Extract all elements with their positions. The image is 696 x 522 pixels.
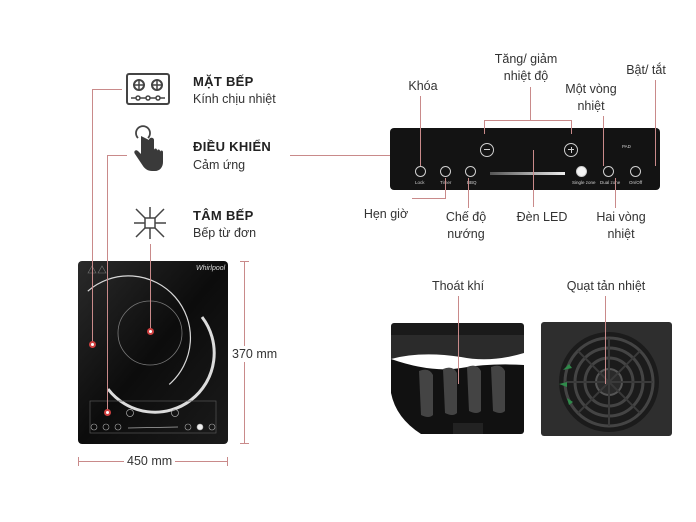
- callout-dot-coil: [147, 328, 154, 335]
- single-zone-button[interactable]: [576, 166, 587, 177]
- line-incdec-l: [484, 120, 485, 134]
- fan-photo: [541, 322, 672, 436]
- dimension-tick-left: [78, 457, 79, 466]
- callout-line-control-v: [107, 155, 108, 411]
- power-text: On/Off: [629, 180, 643, 185]
- line-bbq: [468, 178, 469, 208]
- vent-photo: [391, 323, 524, 434]
- brand-logo: Whirlpool: [196, 265, 226, 272]
- decrease-button[interactable]: [480, 143, 494, 157]
- line-power: [655, 80, 656, 166]
- label-led: Đèn LED: [516, 210, 568, 224]
- line-incdec-v: [530, 87, 531, 120]
- line-single: [603, 116, 604, 166]
- lock-text: Lock: [415, 180, 425, 185]
- increase-button[interactable]: [564, 143, 578, 157]
- feature-subtitle-coil: Bếp từ đơn: [193, 226, 257, 240]
- minus-icon: [484, 149, 490, 150]
- bbq-button[interactable]: [465, 166, 476, 177]
- callout-dot-control: [104, 409, 111, 416]
- callout-line-coil-v: [150, 244, 151, 330]
- feature-title-control: ĐIỀU KHIỂN: [193, 139, 272, 154]
- feature-title-coil: TÂM BẾP: [193, 208, 254, 223]
- control-panel: Lock Timer BBQ Single zone Dual zone On/…: [390, 128, 660, 190]
- label-increase-decrease: Tăng/ giảm nhiệt độ: [494, 52, 558, 83]
- dual-zone-text: Dual zone: [600, 180, 621, 185]
- bbq-text: BBQ: [467, 180, 477, 185]
- feature-subtitle-control: Cảm ứng: [193, 158, 246, 172]
- label-timer: Hẹn giờ: [363, 207, 409, 221]
- line-incdec-r: [571, 120, 572, 134]
- callout-dot-cooktop: [89, 341, 96, 348]
- dimension-width-label: 450 mm: [124, 454, 176, 468]
- label-dual-zone: Hai vòng nhiệt: [596, 210, 646, 241]
- cooktop-icon: [126, 73, 170, 105]
- line-incdec-h: [484, 120, 572, 121]
- label-lock: Khóa: [408, 79, 438, 93]
- power-button[interactable]: [630, 166, 641, 177]
- line-dual: [615, 178, 616, 208]
- line-vent: [458, 296, 459, 384]
- led-indicator-bar: [490, 172, 565, 175]
- label-power: Bật/ tắt: [626, 63, 666, 77]
- label-bbq-mode: Chế độ nướng: [445, 210, 487, 241]
- callout-line-cooktop-h: [92, 89, 122, 90]
- cooktop-image: Whirlpool: [78, 261, 228, 444]
- touch-hand-icon: [132, 124, 164, 176]
- line-lock: [420, 96, 421, 166]
- induction-coil-icon: [132, 205, 168, 241]
- dimension-height-label: 370 mm: [232, 346, 278, 362]
- callout-line-control-h: [107, 155, 127, 156]
- line-timer-h: [412, 198, 446, 199]
- callout-line-cooktop-v: [92, 89, 93, 343]
- dimension-tick-top: [240, 261, 249, 262]
- line-timer: [445, 178, 446, 198]
- feature-title-cooktop: MẶT BẾP: [193, 74, 254, 89]
- label-vent: Thoát khí: [431, 279, 485, 293]
- callout-line-to-panel: [290, 155, 390, 156]
- label-fan: Quạt tản nhiệt: [566, 279, 646, 293]
- dimension-tick-right: [227, 457, 228, 466]
- dual-zone-button[interactable]: [603, 166, 614, 177]
- label-single-zone: Một vòng nhiệt: [565, 82, 617, 113]
- line-led: [533, 150, 534, 207]
- line-fan: [605, 296, 606, 384]
- pad-text: PAD: [622, 144, 631, 149]
- timer-button[interactable]: [440, 166, 451, 177]
- dimension-tick-bottom: [240, 443, 249, 444]
- feature-subtitle-cooktop: Kính chịu nhiệt: [193, 92, 276, 106]
- lock-button[interactable]: [415, 166, 426, 177]
- single-zone-text: Single zone: [572, 180, 596, 185]
- plus-icon-vertical: [570, 147, 572, 153]
